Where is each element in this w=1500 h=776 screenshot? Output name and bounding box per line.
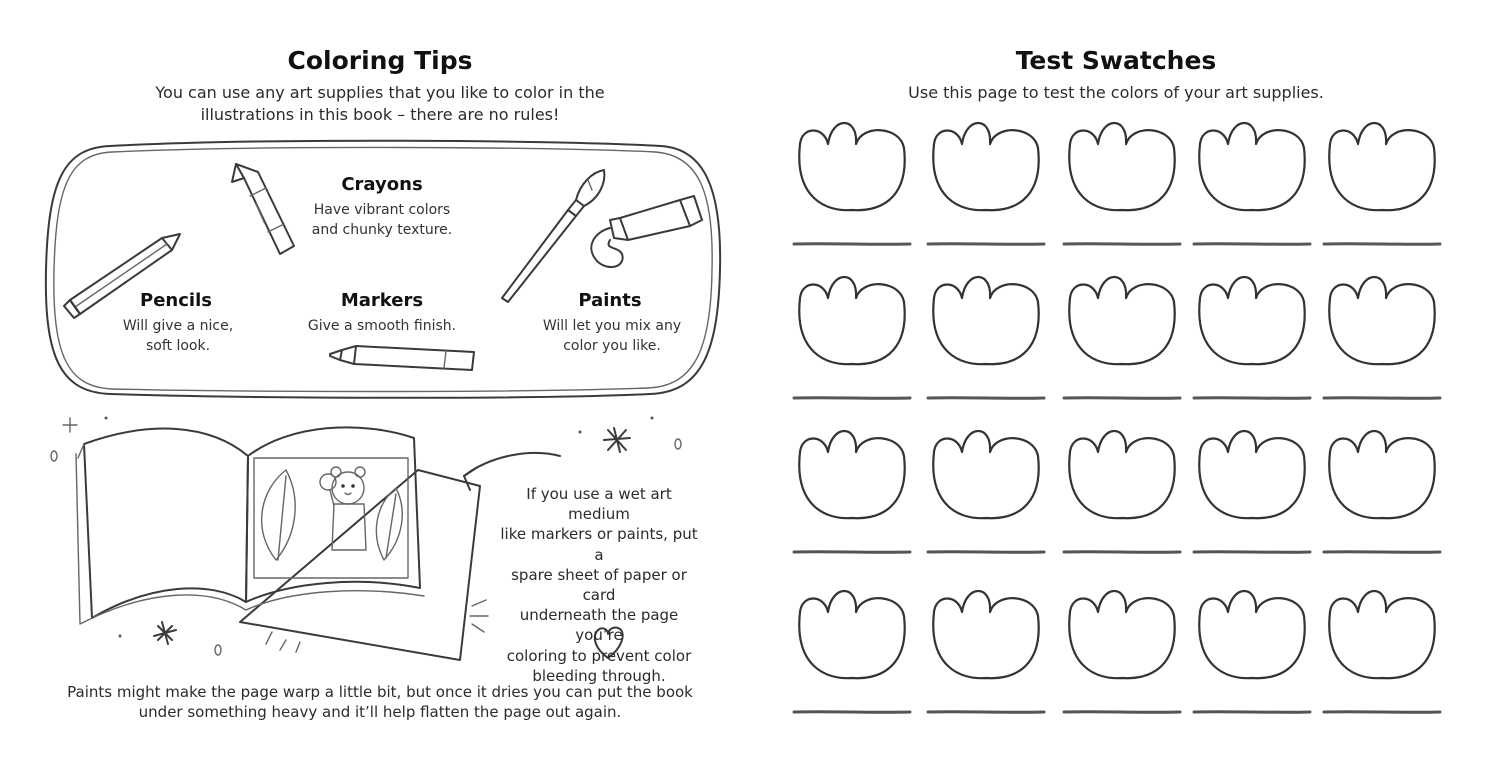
pencils-desc: Will give a nice, soft look. [122,318,234,354]
color-swatch[interactable] [792,275,912,400]
color-swatch[interactable] [1062,429,1182,554]
color-swatch[interactable] [1192,275,1312,400]
swatch-label-line [1062,550,1182,554]
swatch-label-line [926,550,1046,554]
markers-title: Markers [340,290,424,311]
paint-tube-icon [590,195,703,269]
open-book-illustration [50,416,682,661]
swatch-label-line [792,396,912,400]
color-swatch[interactable] [1322,429,1442,554]
intro-text: You can use any art supplies that you li… [155,83,605,124]
crayons-desc: Have vibrant colors and chunky texture. [311,202,453,238]
page-title: Test Swatches [1015,46,1217,75]
swatch-label-line [926,710,1046,714]
paintbrush-icon [501,169,606,303]
swatch-outline[interactable] [1068,429,1176,520]
swatch-label-line [1322,396,1442,400]
supplies-frame [44,139,722,399]
swatch-label-line [1322,710,1442,714]
swatch-label-line [1192,710,1312,714]
swatch-outline[interactable] [798,121,906,212]
color-swatch[interactable] [792,589,912,714]
coloring-tips-page: Coloring Tips You can use any art suppli… [44,46,722,721]
paints-title: Paints [578,290,642,311]
color-swatch[interactable] [1322,589,1442,714]
swatch-label-line [1062,710,1182,714]
swatch-label-line [1192,550,1312,554]
swatch-label-line [1192,396,1312,400]
crayon-icon [231,163,295,255]
paints-desc: Will let you mix any color you like. [542,318,682,354]
color-swatch[interactable] [792,121,912,246]
swatch-outline[interactable] [798,275,906,366]
footer-note: Paints might make the page warp a little… [67,683,693,721]
swatch-outline[interactable] [1198,429,1306,520]
crayons-title: Crayons [341,174,423,195]
color-swatch[interactable] [1062,589,1182,714]
swatch-outline[interactable] [1328,121,1436,212]
color-swatch[interactable] [1322,275,1442,400]
marker-icon [329,345,475,371]
swatch-outline[interactable] [798,589,906,680]
swatch-label-line [792,550,912,554]
heart-icon [593,626,624,659]
swatch-label-line [792,242,912,246]
markers-desc: Give a smooth finish. [307,318,457,334]
swatch-label-line [1322,242,1442,246]
color-swatch[interactable] [1192,429,1312,554]
swatch-outline[interactable] [798,429,906,520]
color-swatch[interactable] [1192,121,1312,246]
swatch-grid [792,121,1442,714]
page-title: Coloring Tips [287,46,473,75]
test-swatches-page: Test Swatches Use this page to test the … [760,0,1500,776]
color-swatch[interactable] [1192,589,1312,714]
swatch-label-line [792,710,912,714]
swatch-outline[interactable] [932,121,1040,212]
swatch-label-line [1062,396,1182,400]
swatch-outline[interactable] [1068,275,1176,366]
swatch-outline[interactable] [1328,589,1436,680]
color-swatch[interactable] [1062,121,1182,246]
swatch-label-line [926,396,1046,400]
swatch-outline[interactable] [1068,589,1176,680]
swatch-outline[interactable] [932,589,1040,680]
swatch-outline[interactable] [1198,275,1306,366]
color-swatch[interactable] [926,121,1046,246]
wet-medium-tip: If you use a wet art medium like markers… [500,485,698,685]
color-swatch[interactable] [926,275,1046,400]
color-swatch[interactable] [792,429,912,554]
swatch-outline[interactable] [1328,429,1436,520]
swatch-label-line [1192,242,1312,246]
swatch-outline[interactable] [932,429,1040,520]
swatch-outline[interactable] [932,275,1040,366]
swatch-outline[interactable] [1198,589,1306,680]
color-swatch[interactable] [1062,275,1182,400]
swatch-outline[interactable] [1328,275,1436,366]
pencil-icon [63,233,181,319]
pencils-title: Pencils [140,290,212,311]
swatch-label-line [1322,550,1442,554]
swatch-label-line [1062,242,1182,246]
swatch-outline[interactable] [1068,121,1176,212]
intro-text: Use this page to test the colors of your… [908,83,1324,102]
swatch-outline[interactable] [1198,121,1306,212]
color-swatch[interactable] [926,589,1046,714]
color-swatch[interactable] [1322,121,1442,246]
color-swatch[interactable] [926,429,1046,554]
swatch-label-line [926,242,1046,246]
